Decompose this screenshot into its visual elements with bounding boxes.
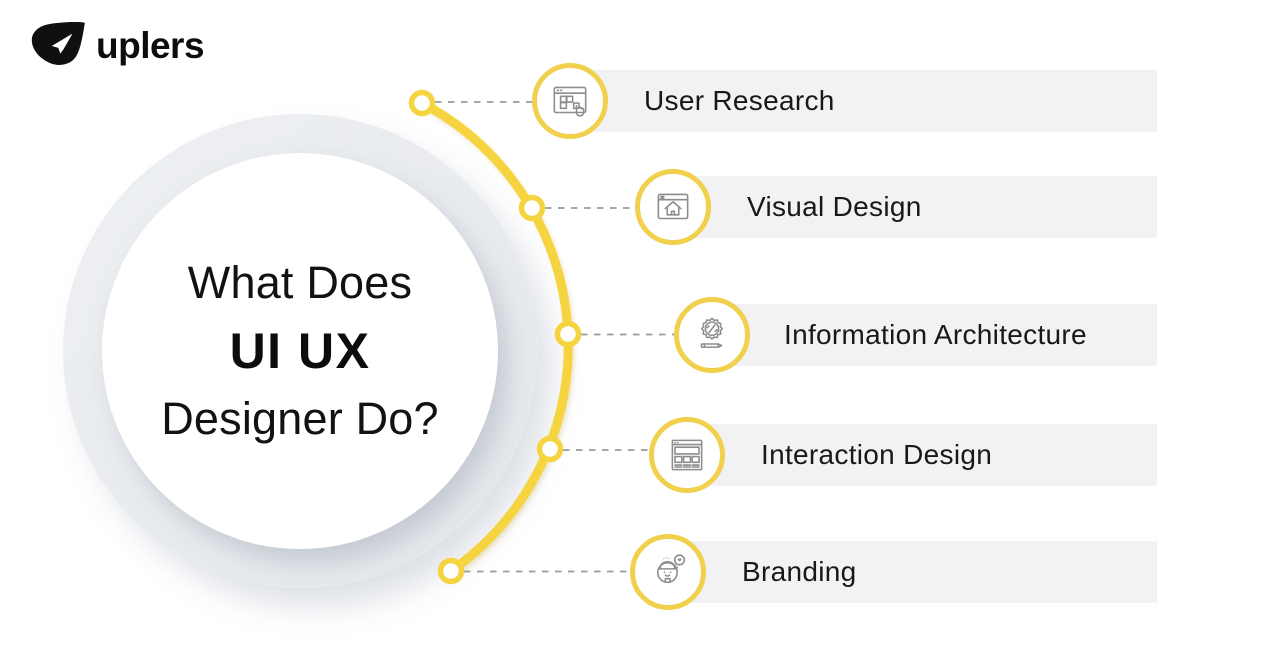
icon-ring-visual-design — [635, 169, 711, 245]
timeline-node-1 — [408, 89, 436, 117]
title-line-1: What Does — [187, 257, 413, 308]
icon-ring-branding — [630, 534, 706, 610]
central-circle: What Does UI UX Designer Do? — [102, 153, 498, 549]
task-label-information-architecture: Information Architecture — [784, 319, 1087, 350]
timeline-node-4 — [536, 435, 564, 463]
code-badge-pencil-icon — [700, 317, 724, 348]
wireframe-layout-icon — [671, 439, 703, 471]
task-bar-visual-design: Visual Design — [685, 176, 1157, 238]
browser-window-pointer-hand-icon — [553, 86, 587, 117]
icon-ring-interaction-design — [649, 417, 725, 493]
task-label-interaction-design: Interaction Design — [761, 439, 993, 470]
icon-ring-user-research — [532, 63, 608, 139]
task-label-user-research: User Research — [644, 85, 835, 116]
title-line-2: UI UX — [229, 323, 371, 379]
uplers-logo-icon — [31, 21, 85, 65]
mascot-face-heart-bubble-icon — [656, 554, 686, 584]
task-label-visual-design: Visual Design — [747, 191, 922, 222]
task-bar-user-research: User Research — [582, 70, 1157, 132]
browser-window-home-icon — [657, 193, 689, 220]
task-label-branding: Branding — [742, 556, 857, 587]
task-bar-branding: Branding — [680, 541, 1157, 603]
task-bar-interaction-design: Interaction Design — [699, 424, 1157, 486]
title-line-3: Designer Do? — [161, 393, 439, 444]
uplers-logo: uplers — [30, 20, 205, 69]
task-bar-information-architecture: Information Architecture — [722, 304, 1157, 366]
uplers-logo-text: uplers — [96, 24, 205, 66]
timeline-node-3 — [554, 320, 582, 348]
timeline-node-2 — [518, 194, 546, 222]
timeline-arc — [417, 98, 573, 576]
central-circle-ring: What Does UI UX Designer Do? — [63, 114, 537, 588]
timeline-node-5 — [437, 557, 465, 585]
icon-ring-information-architecture — [674, 297, 750, 373]
